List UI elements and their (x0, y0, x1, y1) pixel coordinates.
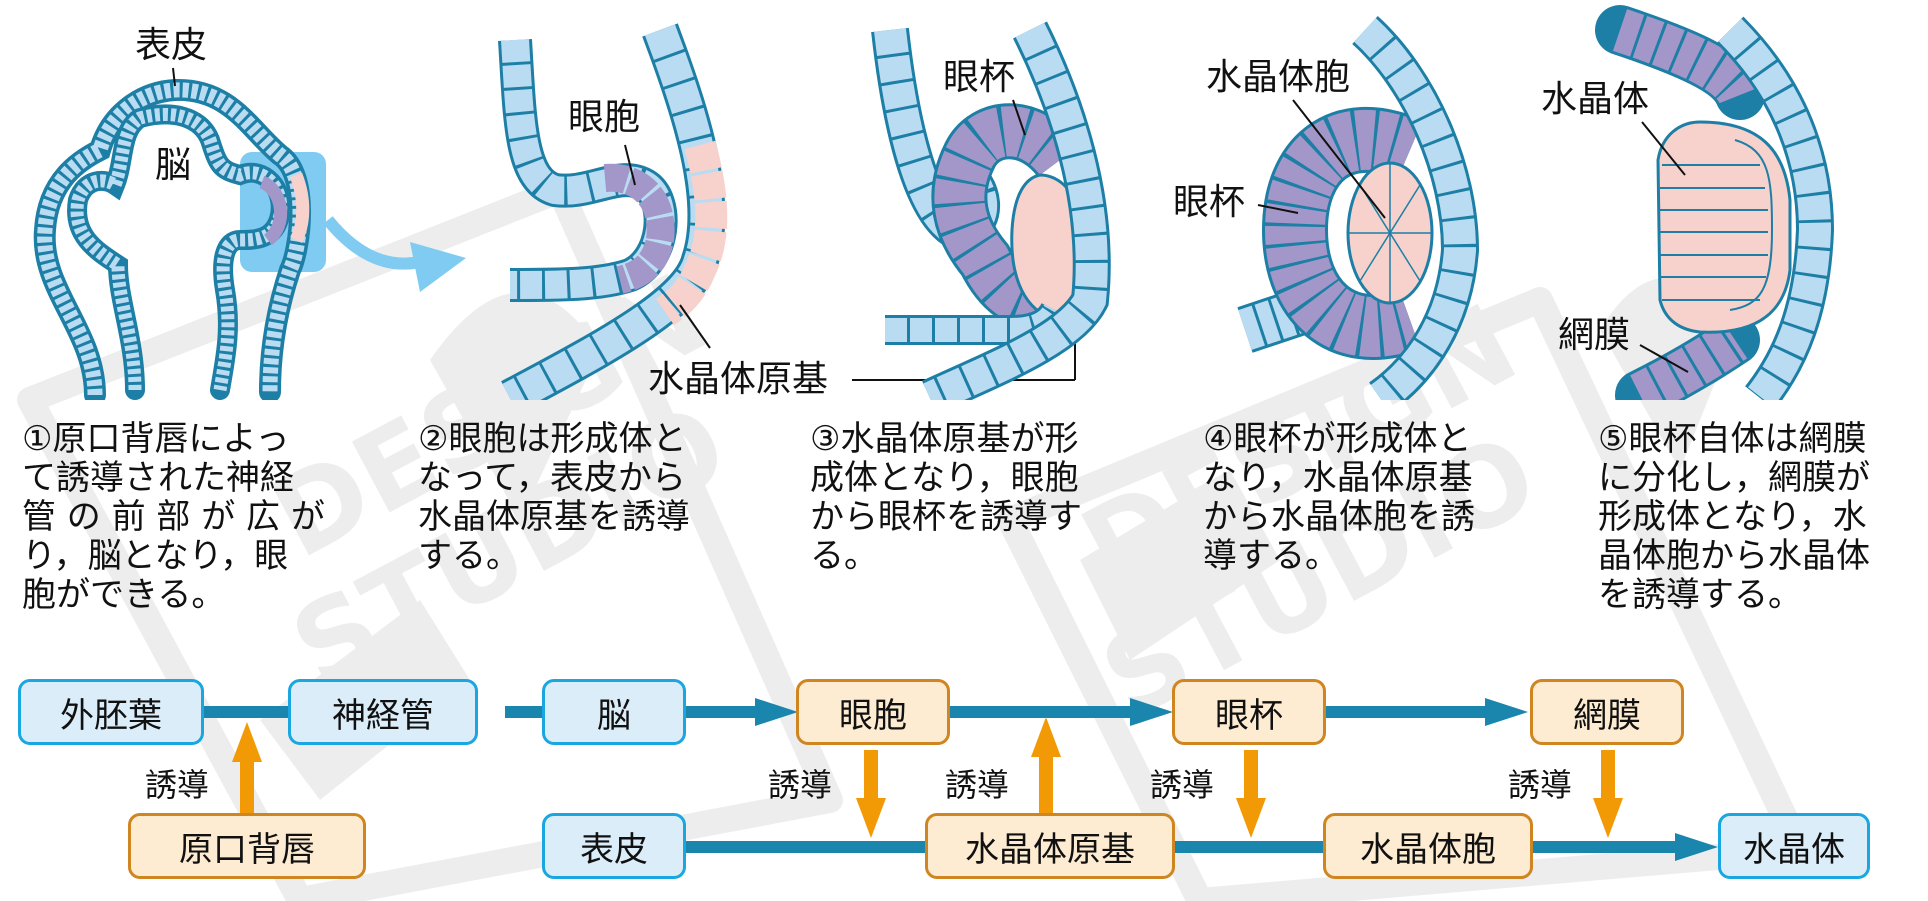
induction-arrow-lensplacode (1039, 755, 1053, 815)
node-neural-tube: 神経管 (288, 679, 478, 745)
induction-label-5: 誘導 (1508, 766, 1573, 804)
label-optic-cup-stage4: 眼杯 (1173, 182, 1246, 223)
transition-arrow-head (410, 242, 466, 292)
node-optic-vesicle: 眼胞 (796, 679, 950, 745)
induction-arrow-opticvesicle (864, 750, 878, 800)
label-optic-vesicle: 眼胞 (568, 97, 641, 138)
node-lens-vesicle: 水晶体胞 (1323, 813, 1533, 879)
arrowhead-to-lens (1675, 833, 1718, 861)
label-epidermis: 表皮 (135, 25, 208, 66)
node-retina: 網膜 (1530, 679, 1684, 745)
stage5-illustration (1595, 5, 1835, 400)
label-lens-vesicle: 水晶体胞 (1206, 57, 1351, 98)
description-stage2: ②眼胞は形成体と なって，表皮から 水晶体原基を誘導 する。 (418, 419, 690, 576)
node-brain: 脳 (542, 679, 686, 745)
induction-label-2: 誘導 (768, 766, 833, 804)
arrowhead-to-retina (1485, 698, 1528, 726)
stage1-illustration (33, 67, 466, 400)
description-stage1: ①原口背唇によっ て誘導された神経 管 の 前 部 が 広 が り，脳となり，眼… (22, 419, 325, 615)
induction-arrow-dorsallip (240, 760, 254, 815)
description-stage4: ④眼杯が形成体と なり，水晶体原基 から水晶体胞を誘 導する。 (1203, 419, 1475, 576)
lens-placode-region (289, 172, 310, 244)
node-lens-placode: 水晶体原基 (925, 813, 1175, 879)
label-lens: 水晶体 (1541, 79, 1650, 120)
induction-label-3: 誘導 (945, 766, 1010, 804)
label-lens-placode: 水晶体原基 (648, 359, 829, 400)
node-dorsal-lip: 原口背唇 (128, 813, 366, 879)
description-stage5: ⑤眼杯自体は網膜 に分化し，網膜が 形成体となり，水 晶体胞から水晶体 を誘導す… (1598, 419, 1870, 615)
induction-label-1: 誘導 (145, 766, 210, 804)
label-retina: 網膜 (1558, 315, 1631, 356)
induction-arrow-retina (1601, 750, 1615, 800)
arrowhead-to-opticcup (1130, 698, 1173, 726)
transition-arrow (323, 216, 422, 270)
node-ectoderm: 外胚葉 (18, 679, 204, 745)
induction-arrow-opticcup (1244, 750, 1258, 800)
arrowhead-to-opticvesicle (755, 698, 798, 726)
label-optic-cup-stage3: 眼杯 (943, 57, 1016, 98)
node-epidermis: 表皮 (542, 813, 686, 879)
node-lens: 水晶体 (1718, 813, 1870, 879)
description-stage3: ③水晶体原基が形 成体となり，眼胞 から眼杯を誘導す る。 (810, 419, 1082, 576)
induction-label-4: 誘導 (1150, 766, 1215, 804)
label-brain: 脳 (155, 145, 192, 186)
node-optic-cup: 眼杯 (1172, 679, 1326, 745)
